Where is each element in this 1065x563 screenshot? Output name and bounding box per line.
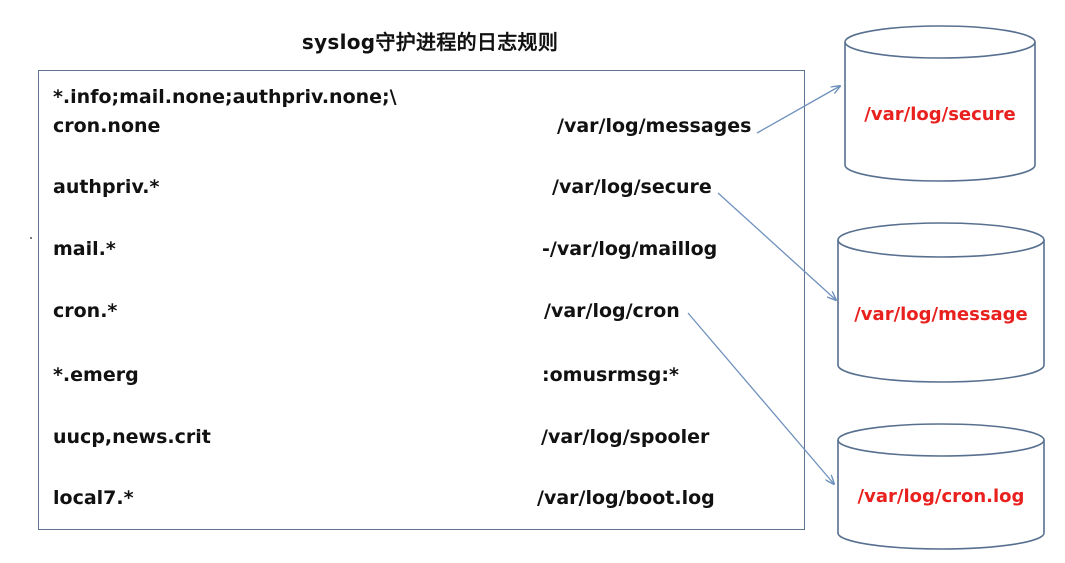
rule-selector-emerg: *.emerg [53,364,139,386]
rule-selector-mail: mail.* [53,238,116,260]
stray-mark [30,237,32,239]
rules-box [38,70,805,530]
arrow-messages-to-secure [756,86,840,134]
rule-selector-local7: local7.* [53,487,134,509]
rule-selector-uucp-news: uucp,news.crit [53,426,211,448]
rule-first-line: *.info;mail.none;authpriv.none;\ [53,86,397,108]
database-label-message: /var/log/message [854,304,1028,325]
rule-action-omusrmsg: :omusrmsg:* [542,364,679,386]
arrow-cron-to-cron-log [687,312,834,484]
rule-action-cron: /var/log/cron [544,300,680,322]
rule-action-spooler: /var/log/spooler [541,426,710,448]
database-cylinder-message [837,222,1045,383]
rule-selector-cron-none: cron.none [53,115,161,137]
rule-action-maillog: -/var/log/maillog [542,238,718,260]
rule-action-bootlog: /var/log/boot.log [537,487,715,509]
diagram-title: syslog守护进程的日志规则 [301,30,559,54]
rule-selector-authpriv: authpriv.* [53,176,160,198]
rule-action-messages: /var/log/messages [557,115,752,137]
rule-action-secure: /var/log/secure [552,176,712,198]
database-cylinder-cron-log [837,423,1045,550]
rule-selector-cron: cron.* [53,300,118,322]
database-cylinder-secure [844,25,1036,182]
database-label-secure: /var/log/secure [864,104,1016,125]
database-label-cron-log: /var/log/cron.log [857,486,1025,507]
arrow-secure-to-message [717,192,836,300]
